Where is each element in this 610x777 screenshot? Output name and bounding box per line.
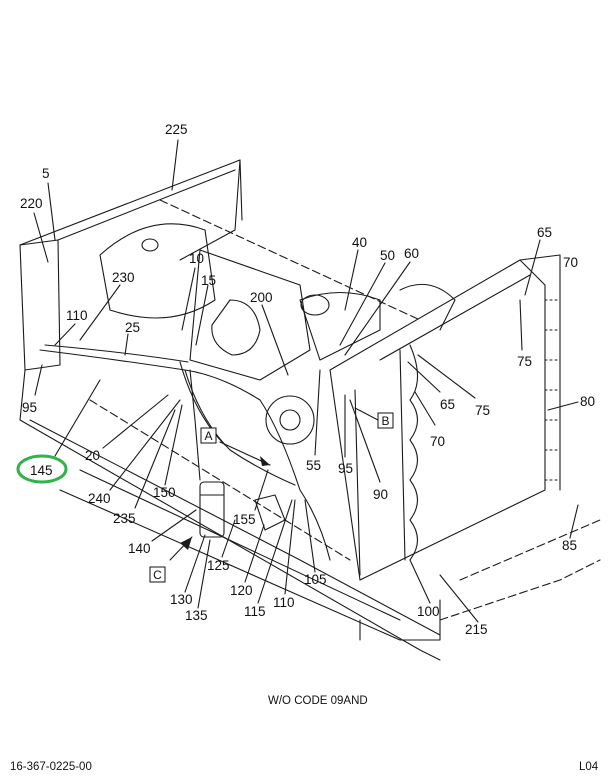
callout-5: 5 bbox=[42, 166, 50, 181]
callout-200: 200 bbox=[250, 290, 273, 305]
callout-60: 60 bbox=[404, 246, 419, 261]
view-label-c: C bbox=[149, 566, 166, 583]
callout-40: 40 bbox=[352, 235, 367, 250]
callout-155: 155 bbox=[233, 512, 256, 527]
callout-55: 55 bbox=[306, 458, 321, 473]
callout-70-mid: 70 bbox=[430, 434, 445, 449]
svg-text:C: C bbox=[153, 568, 162, 582]
footer-page-code: L04 bbox=[579, 761, 599, 773]
callout-75-mid: 75 bbox=[475, 403, 490, 418]
diagram-caption: W/O CODE 09AND bbox=[268, 695, 368, 707]
highlight-ring bbox=[16, 454, 68, 484]
callout-120: 120 bbox=[230, 583, 253, 598]
callout-150: 150 bbox=[153, 485, 176, 500]
callout-70-top: 70 bbox=[563, 255, 578, 270]
callout-65-mid: 65 bbox=[440, 397, 455, 412]
callout-135: 135 bbox=[185, 608, 208, 623]
callout-90: 90 bbox=[373, 487, 388, 502]
callout-235: 235 bbox=[113, 511, 136, 526]
callout-65-top: 65 bbox=[537, 225, 552, 240]
callout-110-bottom: 110 bbox=[273, 595, 295, 610]
callout-25: 25 bbox=[125, 320, 140, 335]
diagram-linework bbox=[19, 139, 601, 661]
callout-145: 145 bbox=[30, 463, 53, 478]
callout-110-left: 110 bbox=[66, 308, 88, 323]
view-label-a: A bbox=[200, 427, 217, 444]
callout-100: 100 bbox=[417, 604, 440, 619]
callout-125: 125 bbox=[207, 558, 230, 573]
callout-15: 15 bbox=[201, 273, 216, 288]
callout-140: 140 bbox=[128, 541, 151, 556]
callout-130: 130 bbox=[170, 592, 193, 607]
callout-225: 225 bbox=[165, 122, 188, 137]
callout-240: 240 bbox=[88, 491, 111, 506]
callout-230: 230 bbox=[112, 270, 135, 285]
callout-105: 105 bbox=[304, 572, 327, 587]
callout-215: 215 bbox=[465, 622, 488, 637]
view-label-b: B bbox=[377, 412, 394, 429]
callout-10: 10 bbox=[189, 251, 204, 266]
svg-text:A: A bbox=[204, 429, 212, 443]
callout-80: 80 bbox=[580, 394, 595, 409]
callout-20: 20 bbox=[85, 448, 100, 463]
callout-75-top: 75 bbox=[517, 354, 532, 369]
callout-95-right: 95 bbox=[338, 461, 353, 476]
callout-95-left: 95 bbox=[22, 400, 37, 415]
callout-115: 115 bbox=[244, 604, 266, 619]
callout-50: 50 bbox=[380, 248, 395, 263]
callout-220: 220 bbox=[20, 196, 43, 211]
callout-85: 85 bbox=[562, 538, 577, 553]
callout-labels: 225 5 220 230 10 15 40 50 60 65 70 110 2… bbox=[20, 122, 595, 637]
svg-text:B: B bbox=[381, 414, 389, 428]
footer-part-number: 16-367-0225-00 bbox=[10, 761, 92, 773]
